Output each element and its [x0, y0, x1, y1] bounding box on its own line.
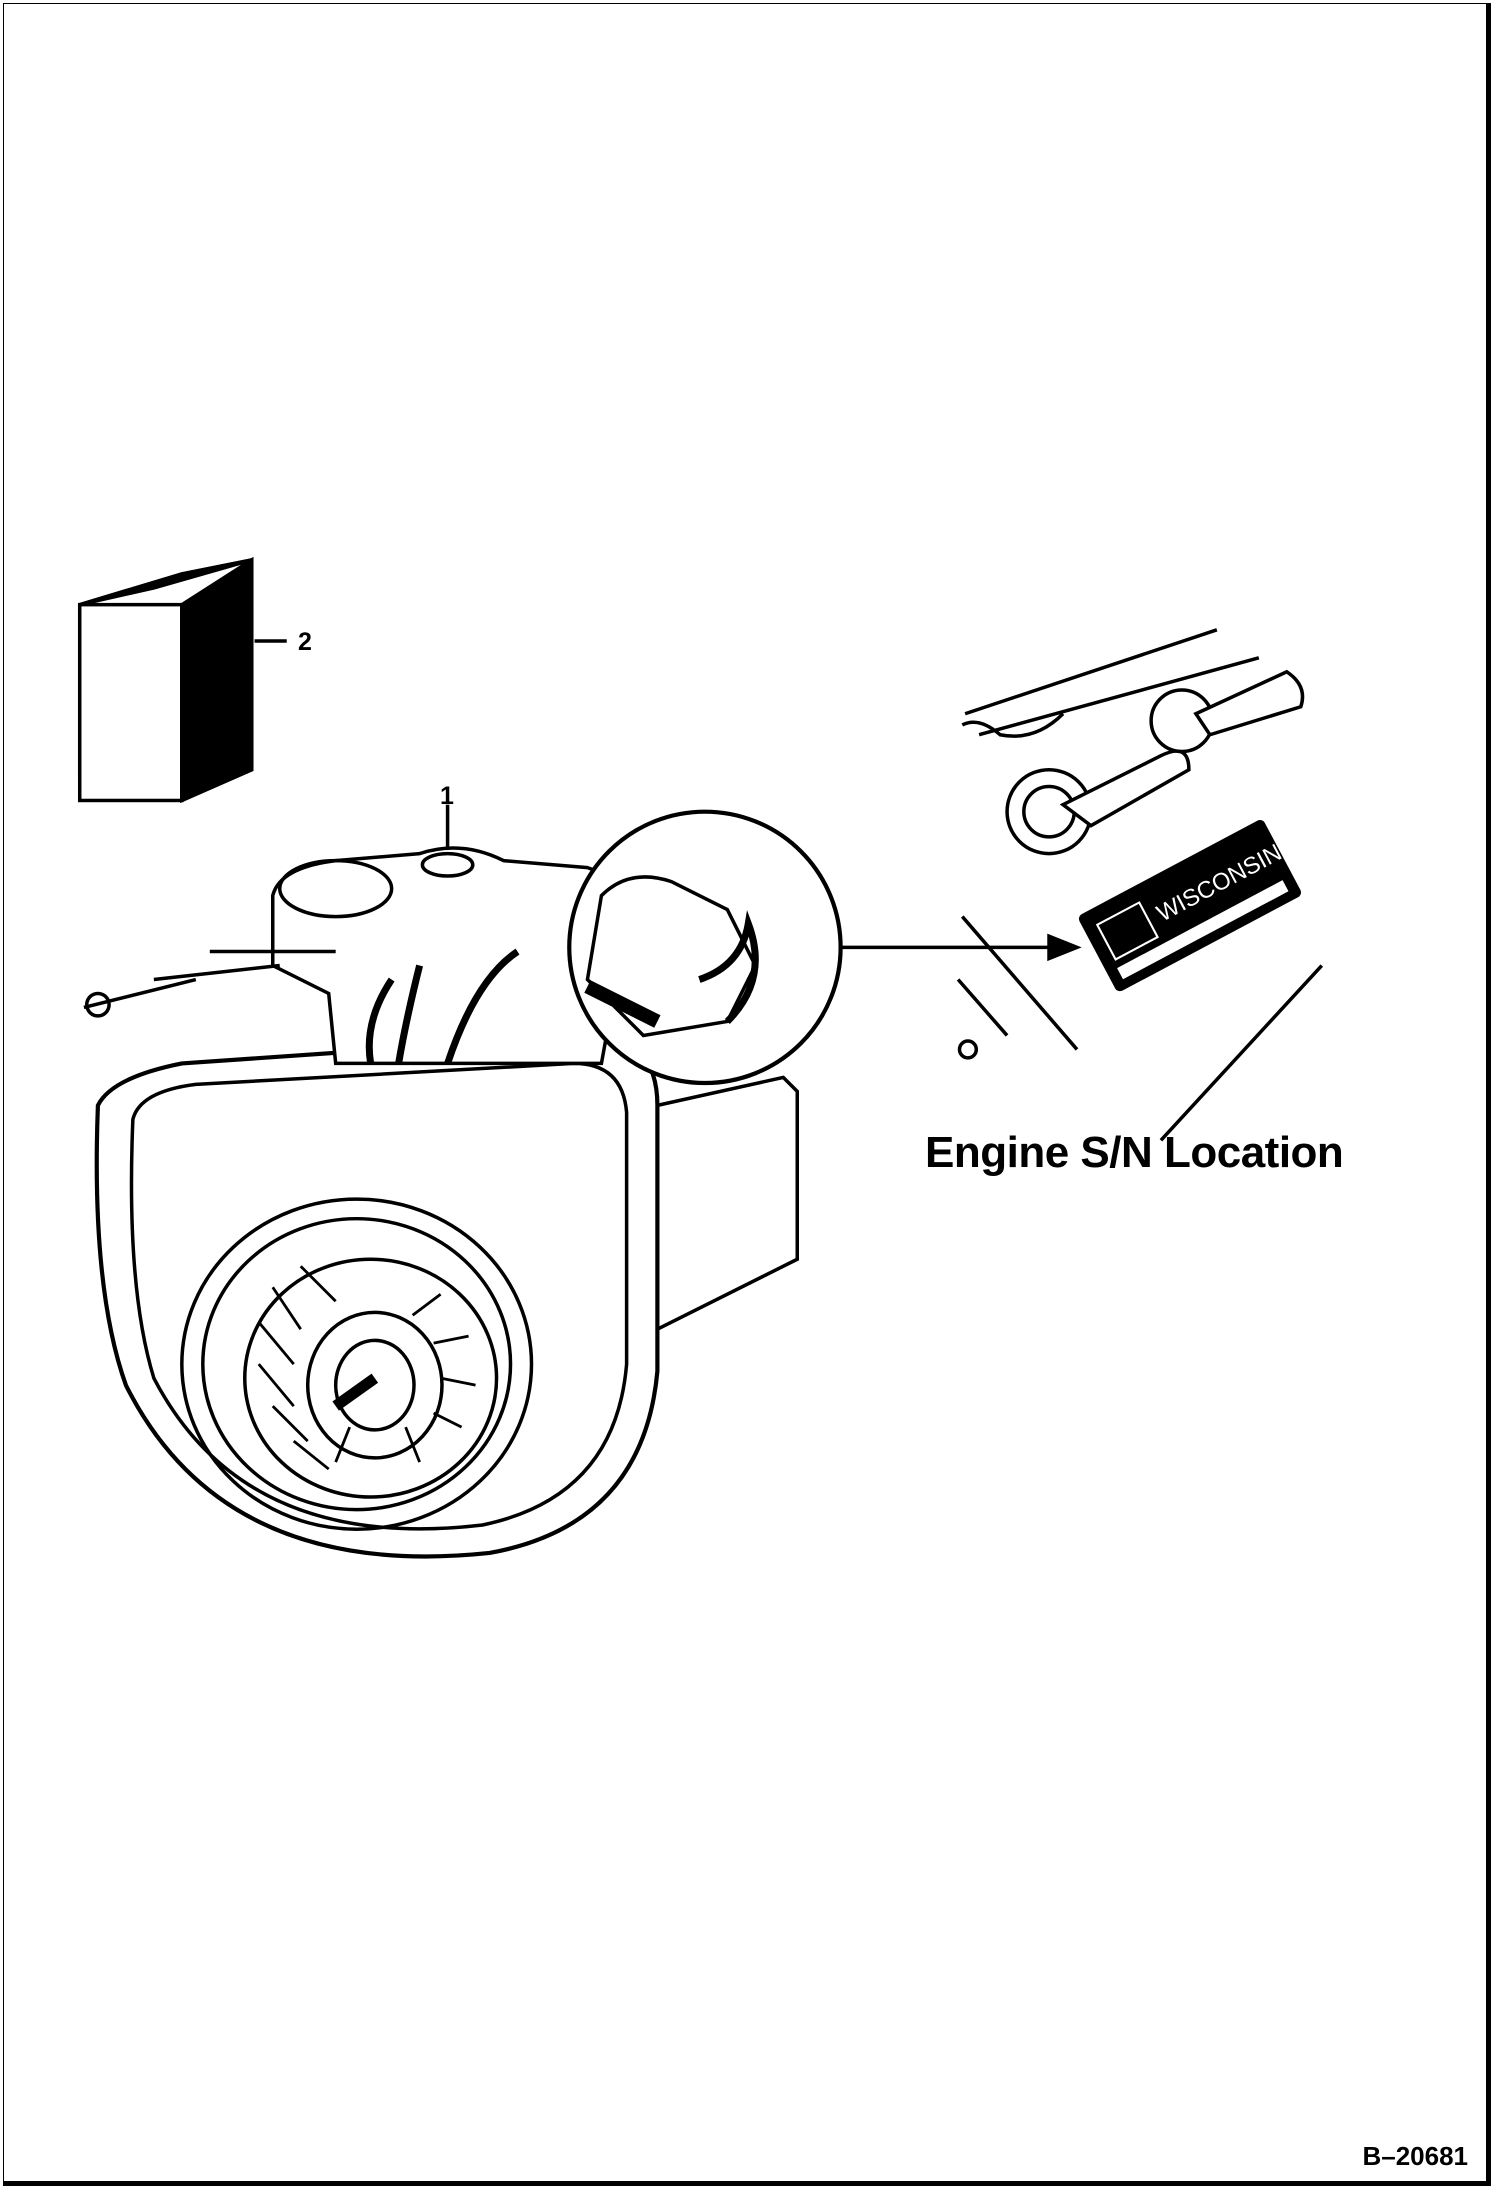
engine-drawing — [83, 804, 800, 1559]
detail-circle — [567, 809, 1082, 1086]
serial-location-inset: WISCONSIN — [956, 628, 1324, 1142]
callout-2: 2 — [298, 628, 312, 656]
inset-title: Engine S/N Location — [925, 1128, 1344, 1177]
battery-drawing — [77, 556, 287, 804]
figure-number: B–20681 — [1362, 2141, 1468, 2171]
callout-1: 1 — [440, 782, 454, 810]
page-border — [3, 3, 1491, 2186]
